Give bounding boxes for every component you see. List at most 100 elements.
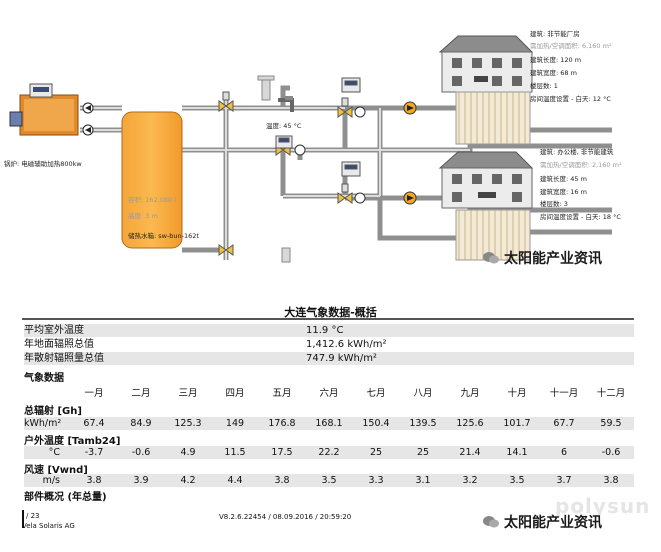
wechat-icon (483, 516, 499, 528)
summary-value: 11.9 °C (306, 325, 344, 336)
month-header: 十二月 (596, 388, 626, 399)
watermark-bottom: 太阳能产业资讯 (482, 512, 602, 532)
table-cell: 125.6 (456, 418, 484, 429)
building1-floors: 楼层数: 1 (530, 82, 558, 90)
table-cell: 176.8 (268, 418, 296, 429)
table-cell: 22.2 (318, 447, 340, 458)
building1-area: 需加热/空调面积: 6,160 m² (530, 42, 612, 50)
building2-width: 建筑宽度: 16 m (540, 188, 587, 196)
month-header: 二月 (131, 388, 151, 399)
month-header: 十一月 (549, 388, 579, 399)
hot-water-tap (278, 96, 294, 112)
summary-row: 平均室外温度 11.9 °C (24, 324, 634, 337)
month-header: 六月 (319, 388, 339, 399)
controllers (275, 77, 361, 177)
tank-model-label: 储热水箱: sw-bun-162t (128, 232, 199, 240)
polysun-watermark: polysun (555, 494, 651, 518)
table-cell: 101.7 (503, 418, 531, 429)
table-cell: 3.5 (321, 475, 337, 486)
table-cell: 3.8 (274, 475, 290, 486)
pumps (294, 101, 417, 205)
watermark-top: 太阳能产业资讯 (482, 248, 602, 268)
table-cell: 150.4 (362, 418, 390, 429)
table-cell: -3.7 (84, 447, 104, 458)
tap-temperature-label: 温度: 45 °C (266, 122, 302, 130)
summary-label: 年散射辐照量总值 (24, 353, 104, 364)
summary-row: 年地面辐照总值 1,412.6 kWh/m² (24, 338, 634, 351)
building1-room-temp: 房间温度设置 - 白天: 12 °C (530, 95, 611, 103)
building-factory (438, 35, 534, 145)
building2-length: 建筑长度: 45 m (540, 175, 587, 183)
summary-label: 平均室外温度 (24, 325, 84, 336)
table-cell: 67.4 (83, 418, 105, 429)
table-cell: 84.9 (130, 418, 152, 429)
month-header-row: 一月二月三月四月五月六月七月八月九月十月十一月十二月 (24, 387, 634, 400)
table-cell: 149 (225, 418, 245, 429)
watermark-text: 太阳能产业资讯 (504, 515, 602, 531)
parts-heading: 部件概况 (年总量) (24, 492, 107, 503)
unit-label: m/s (42, 475, 60, 486)
group-title-wind: 风速 [Vwnd] (24, 465, 88, 476)
table-cell: -0.6 (131, 447, 151, 458)
report-title: 大连气象数据-概括 (284, 306, 377, 319)
summary-value: 1,412.6 kWh/m² (306, 339, 387, 350)
table-cell: 3.2 (462, 475, 478, 486)
table-cell: 3.1 (415, 475, 431, 486)
vent-stacks (257, 75, 291, 263)
table-cell: 67.7 (553, 418, 575, 429)
summary-value: 747.9 kWh/m² (306, 353, 377, 364)
table-cell: 3.3 (368, 475, 384, 486)
tank-height-label: 高度: 3 m (128, 212, 158, 220)
month-header: 九月 (460, 388, 480, 399)
wechat-icon (483, 252, 499, 264)
page-marker (22, 510, 24, 528)
table-cell: 59.5 (600, 418, 622, 429)
table-cell: 3.7 (556, 475, 572, 486)
building2-area: 需加热/空调面积: 2,160 m² (540, 161, 622, 169)
version-stamp: V8.2.6.22454 / 08.09.2016 / 20:59:20 (219, 513, 352, 521)
month-header: 四月 (225, 388, 245, 399)
table-cell: 125.3 (174, 418, 202, 429)
table-cell: 6 (560, 447, 568, 458)
table-cell: 3.8 (86, 475, 102, 486)
table-cell: 4.4 (227, 475, 243, 486)
table-cell: 3.8 (603, 475, 619, 486)
building1-name: 建筑: 非节能厂房 (530, 30, 580, 38)
unit-label: kWh/m² (24, 418, 62, 429)
boiler-unit (9, 83, 94, 136)
title-divider (22, 318, 634, 320)
group-title-temperature: 户外温度 [Tamb24] (24, 436, 121, 447)
page-number: / 23 (26, 512, 40, 520)
month-header: 七月 (366, 388, 386, 399)
tank-volume-label: 容积: 162,080 l (128, 196, 177, 204)
weather-heading: 气象数据 (24, 373, 64, 384)
table-cell: -0.6 (601, 447, 621, 458)
unit-label: °C (48, 447, 60, 458)
building2-floors: 楼层数: 3 (540, 200, 568, 208)
table-cell: 11.5 (224, 447, 246, 458)
boiler-label: 锅炉: 电磁辅助加热800kw (4, 160, 82, 168)
company-name: Vela Solaris AG (22, 522, 75, 530)
month-header: 八月 (413, 388, 433, 399)
summary-row: 年散射辐照量总值 747.9 kWh/m² (24, 352, 634, 365)
table-cell: 14.1 (506, 447, 528, 458)
summary-label: 年地面辐照总值 (24, 339, 94, 350)
storage-tank (121, 111, 183, 249)
table-cell: 17.5 (271, 447, 293, 458)
table-cell: 139.5 (409, 418, 437, 429)
table-cell: 25 (369, 447, 383, 458)
table-cell: 4.9 (180, 447, 196, 458)
table-cell: 3.5 (509, 475, 525, 486)
month-header: 一月 (84, 388, 104, 399)
building1-width: 建筑宽度: 68 m (530, 69, 577, 77)
month-header: 五月 (272, 388, 292, 399)
month-header: 三月 (178, 388, 198, 399)
system-schematic (9, 35, 612, 263)
building2-name: 建筑: 办公楼, 非节能建筑 (540, 148, 614, 156)
building1-length: 建筑长度: 120 m (530, 56, 582, 64)
building2-room-temp: 房间温度设置 - 白天: 18 °C (540, 213, 621, 221)
table-cell: 4.2 (180, 475, 196, 486)
table-cell: 168.1 (315, 418, 343, 429)
